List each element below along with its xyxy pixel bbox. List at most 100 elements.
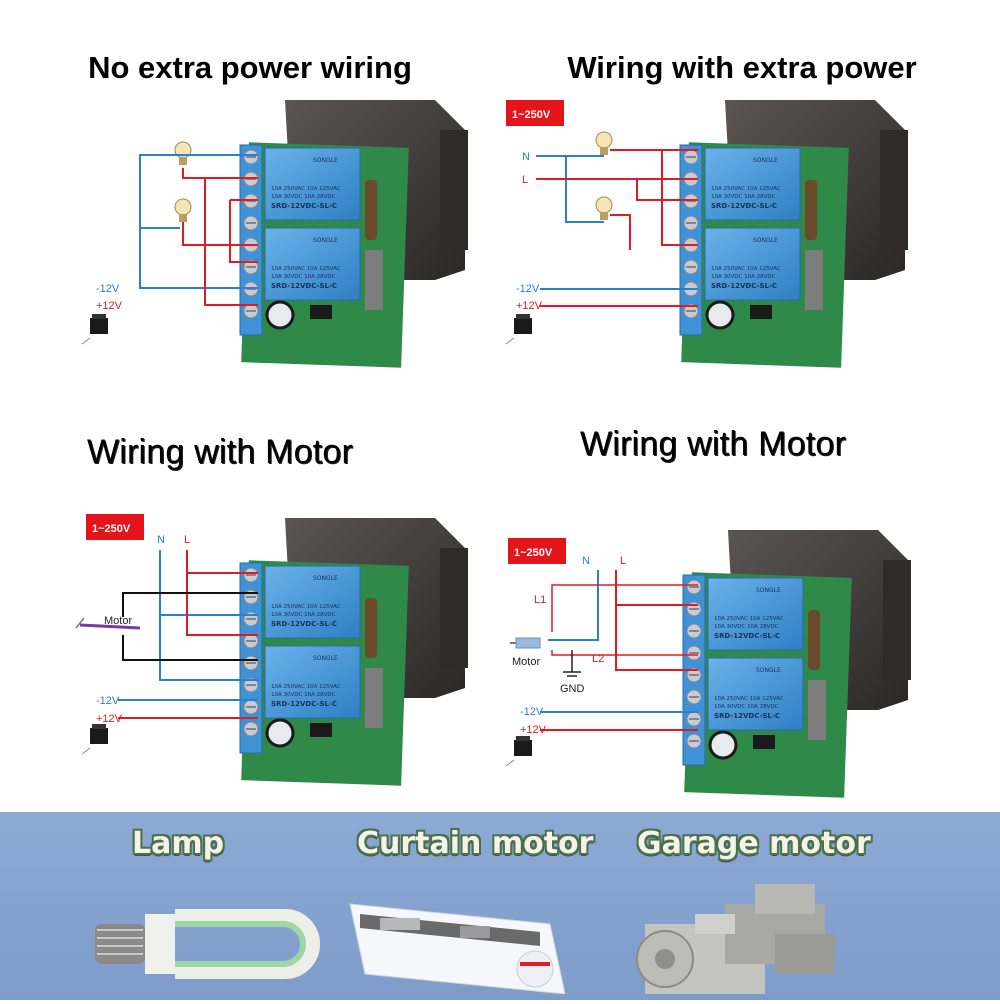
relay <box>704 227 801 301</box>
relay-rating-line: 10A 250VAC 10A 125VAC <box>271 604 341 610</box>
capacitor <box>708 730 738 760</box>
gnd-label: GND <box>560 683 585 695</box>
relay-model: SRD-12VDC-SL-C <box>714 632 780 640</box>
antenna-wire <box>365 598 377 658</box>
wire <box>182 222 258 246</box>
enclosure-side <box>440 130 468 250</box>
antenna-wire <box>808 610 820 670</box>
wire <box>182 168 258 179</box>
ic-chip <box>750 305 772 319</box>
relay-rating-line: 10A 30VDC 10A 28VDC <box>271 274 336 280</box>
relay-rating-line: 10A 30VDC 10A 28VDC <box>711 194 776 200</box>
l-label: L <box>522 174 528 186</box>
pos-12v-label: +12V <box>96 300 123 312</box>
l1-label: L1 <box>534 594 546 606</box>
relay-rating-line: 10A 250VAC 10A 125VAC <box>271 266 341 272</box>
relay-model: SRD-12VDC-SL-C <box>271 202 337 210</box>
relay-brand: SONGLE <box>313 655 338 662</box>
relay-brand: SONGLE <box>313 237 338 244</box>
wire <box>551 584 698 632</box>
lamp-bulb-icon <box>95 909 320 979</box>
voltage-badge-text: 1~250V <box>512 109 551 121</box>
relay-model: SRD-12VDC-SL-C <box>714 712 780 720</box>
l-label: L <box>184 534 190 546</box>
remote-icon <box>505 736 532 767</box>
enclosure-side <box>440 548 468 668</box>
voltage-badge <box>506 100 564 126</box>
category-garage-label: Garage motor <box>637 826 871 861</box>
lamp-icon <box>174 141 192 165</box>
antenna-wire <box>365 180 377 240</box>
neg-12v-label: -12V <box>520 706 544 718</box>
relay <box>704 147 801 221</box>
voltage-badge <box>508 538 566 564</box>
wiring-diagram-4: SONGLE 10A 250VAC 10A 125VAC 10A 30VDC 10A… <box>505 530 911 798</box>
neg-12v-label: -12V <box>516 283 540 295</box>
wire <box>636 179 698 201</box>
motor-icon <box>510 637 541 649</box>
wire <box>139 154 258 289</box>
ic-chip <box>310 305 332 319</box>
garage-motor-icon <box>636 884 835 994</box>
wire <box>122 635 258 661</box>
panel-title: No extra power wiring <box>88 50 412 85</box>
wire <box>536 155 604 223</box>
category-lamp-label: Lamp <box>132 826 225 861</box>
wiring-diagram-1: SONGLE 10A 250VAC 10A 125VAC 10A 30VDC 10A… <box>81 100 468 368</box>
relay-model: SRD-12VDC-SL-C <box>711 202 777 210</box>
capacitor <box>265 300 295 330</box>
pos-12v-label: +12V <box>96 713 123 725</box>
l-label: L <box>620 555 626 567</box>
capacitor <box>265 718 295 748</box>
n-label: N <box>522 151 530 163</box>
relay-brand: SONGLE <box>313 157 338 164</box>
wire <box>610 214 631 250</box>
remote-icon <box>505 314 532 345</box>
pos-12v-label: +12V <box>520 724 547 736</box>
lamp-icon <box>595 196 613 220</box>
relay-rating-line: 10A 250VAC 10A 125VAC <box>711 186 781 192</box>
relay-model: SRD-12VDC-SL-C <box>711 282 777 290</box>
motor-icon <box>75 617 141 630</box>
relay-module: SONGLE 10A 250VAC 10A 125VAC 10A 30VDC 10A… <box>682 530 911 798</box>
curtain-motor-icon <box>349 903 566 994</box>
wire <box>229 200 258 263</box>
pos-12v-label: +12V <box>516 300 543 312</box>
ground-icon <box>563 650 581 677</box>
relay-rating-line: 10A 30VDC 10A 28VDC <box>711 274 776 280</box>
antenna-coil <box>365 668 383 728</box>
lamp-icon <box>595 131 613 155</box>
relay <box>707 577 804 651</box>
applications-banner: Lamp Curtain motor Garage motor <box>0 812 1000 1000</box>
wire <box>551 650 698 656</box>
relay <box>264 645 361 719</box>
relay-rating-line: 10A 250VAC 10A 125VAC <box>711 266 781 272</box>
relay-rating-line: 10A 30VDC 10A 28VDC <box>271 692 336 698</box>
n-label: N <box>157 534 165 546</box>
relay <box>264 227 361 301</box>
panel-no-extra-power: No extra power wiring SONGLE 10A 250VAC 1… <box>0 0 500 400</box>
wire <box>615 605 698 671</box>
antenna-wire <box>805 180 817 240</box>
relay-model: SRD-12VDC-SL-C <box>271 282 337 290</box>
antenna-coil <box>365 250 383 310</box>
category-curtain-label: Curtain motor <box>357 826 594 861</box>
relay-brand: SONGLE <box>756 667 781 674</box>
relay-rating-line: 10A 30VDC 10A 28VDC <box>714 624 779 630</box>
relay-rating-line: 10A 250VAC 10A 125VAC <box>714 616 784 622</box>
voltage-badge <box>86 514 144 540</box>
relay-brand: SONGLE <box>313 575 338 582</box>
antenna-coil <box>805 250 823 310</box>
neg-12v-label: -12V <box>96 283 120 295</box>
wire <box>548 570 599 641</box>
relay <box>264 147 361 221</box>
relay-brand: SONGLE <box>756 587 781 594</box>
panel-title: Wiring with extra power <box>567 50 917 85</box>
capacitor <box>705 300 735 330</box>
motor-label: Motor <box>512 656 540 668</box>
ic-chip <box>753 735 775 749</box>
